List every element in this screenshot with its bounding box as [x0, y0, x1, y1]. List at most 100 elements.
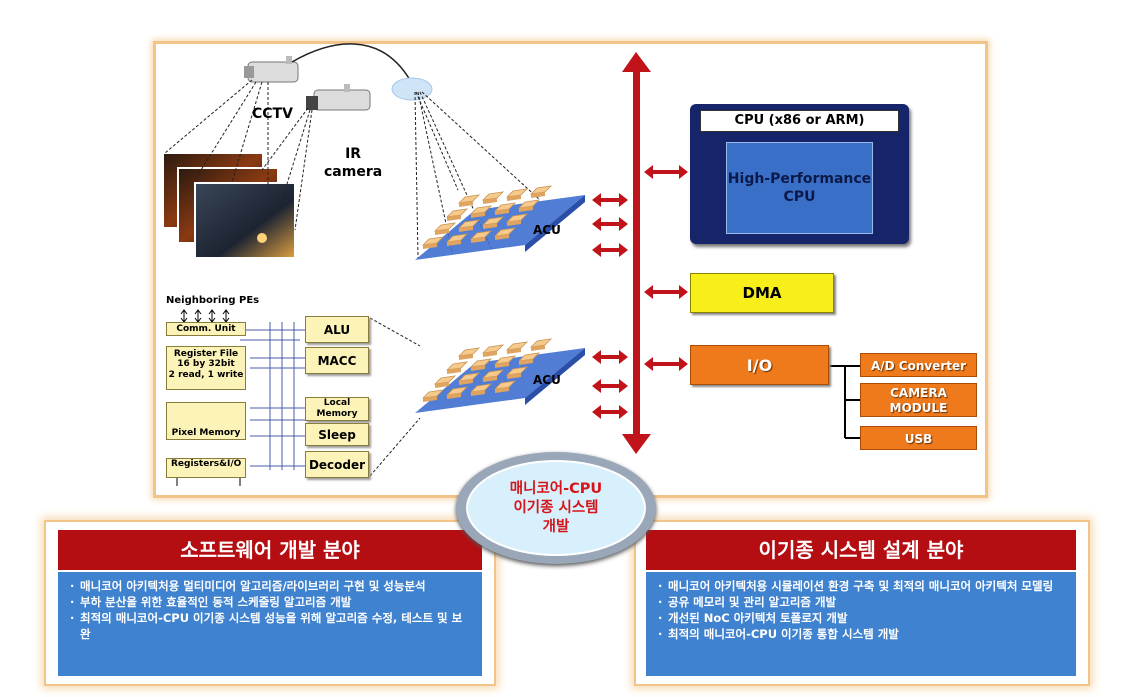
- pixel-memory-box: [166, 402, 246, 440]
- double-arrow-head-right: [619, 243, 628, 257]
- double-arrow-head-left: [592, 350, 601, 364]
- pe-cell: [445, 361, 469, 371]
- pe-cell-side: [507, 348, 521, 354]
- pe-cell-side: [423, 396, 437, 402]
- system-design-item: 매니코어 아키텍처용 시뮬레이션 환경 구축 및 최적의 매니코어 아키텍처 모…: [658, 578, 1066, 594]
- pe-cell-side: [483, 376, 497, 382]
- software-panel-body: 매니코어 아키텍처용 멀티미디어 알고리즘/라이브러리 구현 및 성능분석 부하…: [58, 572, 482, 676]
- system-design-panel: 이기종 시스템 설계 분야 매니코어 아키텍처용 시뮬레이션 환경 구축 및 최…: [634, 520, 1090, 686]
- macc-block: MACC: [305, 347, 369, 374]
- camera-cable: [291, 43, 411, 81]
- ir-camera-icon: [306, 84, 371, 111]
- pe-cell: [469, 358, 493, 368]
- system-design-panel-body: 매니코어 아키텍처용 시뮬레이션 환경 구축 및 최적의 매니코어 아키텍처 모…: [646, 572, 1076, 676]
- usb-block: USB: [860, 426, 977, 450]
- io-connector-lines: [829, 365, 860, 439]
- ad-converter-block: A/D Converter: [860, 353, 977, 377]
- software-panel: 소프트웨어 개발 분야 매니코어 아키텍처용 멀티미디어 알고리즘/라이브러리 …: [44, 520, 496, 686]
- pe-cell: [529, 338, 553, 348]
- pe-array-top: [415, 185, 585, 260]
- double-arrow-head-left: [644, 165, 653, 179]
- pe-cell: [517, 352, 541, 362]
- dma-block: DMA: [690, 273, 834, 313]
- local-memory-block: Local Memory: [305, 397, 369, 421]
- pe-cell-side: [519, 359, 533, 365]
- pe-wiring: [230, 322, 305, 470]
- pe-cell: [433, 375, 457, 385]
- system-design-item: 최적의 매니코어-CPU 이기종 통합 시스템 개발: [658, 626, 1066, 642]
- register-file-block: Register File 16 by 32bit 2 read, 1 writ…: [166, 346, 246, 390]
- pe-board-edge: [525, 348, 585, 405]
- decoder-block: Decoder: [305, 451, 369, 478]
- pe-zoom-lines: [369, 317, 421, 477]
- pe-board-edge: [525, 195, 585, 252]
- pe-cell: [445, 386, 469, 396]
- alu-block: ALU: [305, 316, 369, 343]
- pe-cell-side: [471, 390, 485, 396]
- system-design-item: 개선된 NoC 아키텍처 토폴로지 개발: [658, 610, 1066, 626]
- pe-cell-side: [507, 373, 521, 379]
- double-arrow-head-right: [619, 379, 628, 393]
- pe-cell: [469, 383, 493, 393]
- double-arrow-head-right: [679, 165, 688, 179]
- pe-cell: [493, 355, 517, 365]
- ir-camera-label: IR camera: [324, 146, 383, 180]
- double-arrow-head-left: [592, 243, 601, 257]
- center-title: 매니코어-CPU 이기종 시스템 개발: [466, 460, 646, 556]
- system-design-item: 공유 메모리 및 관리 알고리즘 개발: [658, 594, 1066, 610]
- pe-cell-side: [471, 212, 485, 218]
- pe-cell: [493, 380, 517, 390]
- double-arrow-head-left: [592, 405, 601, 419]
- pe-cell-side: [459, 354, 473, 360]
- pe-cell-side: [483, 223, 497, 229]
- pe-cell-side: [495, 209, 509, 215]
- pe-cell-side: [519, 206, 533, 212]
- registers-io-block: Registers&I/O: [166, 458, 246, 478]
- acu-label-bottom: ACU: [533, 373, 561, 387]
- pe-cell: [421, 389, 445, 399]
- high-performance-cpu: High-Performance CPU: [726, 142, 873, 234]
- pe-cell-side: [471, 365, 485, 371]
- pe-cell: [481, 344, 505, 354]
- software-panel-title: 소프트웨어 개발 분야: [58, 530, 482, 570]
- double-arrow-head-left: [592, 217, 601, 231]
- double-arrow-head-left: [592, 379, 601, 393]
- pe-cell-side: [447, 393, 461, 399]
- pe-cell-side: [459, 379, 473, 385]
- pe-cell-side: [483, 351, 497, 357]
- pe-cell-side: [507, 220, 521, 226]
- pe-cell-side: [531, 192, 545, 198]
- sleep-block: Sleep: [305, 423, 369, 446]
- pe-cell-side: [447, 215, 461, 221]
- pe-cell-side: [423, 243, 437, 249]
- pe-cell-side: [459, 201, 473, 207]
- wireless-node-icon: [391, 77, 433, 101]
- comm-unit-block: Comm. Unit: [166, 322, 246, 336]
- software-item: 최적의 매니코어-CPU 이기종 시스템 성능을 위해 알고리즘 수정, 테스트…: [70, 610, 472, 642]
- pe-cell: [457, 372, 481, 382]
- pe-cell-side: [495, 362, 509, 368]
- cpu-block: CPU (x86 or ARM) High-Performance CPU: [690, 104, 909, 244]
- pe-array-bottom: [415, 338, 585, 413]
- pe-cell-side: [471, 237, 485, 243]
- double-arrow-head-left: [644, 285, 653, 299]
- io-block: I/O: [690, 345, 829, 385]
- cctv-label: CCTV: [252, 106, 293, 122]
- neighbor-arrows: [176, 309, 241, 486]
- pe-cell-side: [447, 368, 461, 374]
- software-item: 매니코어 아키텍처용 멀티미디어 알고리즘/라이브러리 구현 및 성능분석: [70, 578, 472, 594]
- double-arrow-head-right: [619, 405, 628, 419]
- pe-cell-side: [435, 382, 449, 388]
- pe-cell-side: [483, 198, 497, 204]
- system-design-panel-title: 이기종 시스템 설계 분야: [646, 530, 1076, 570]
- double-arrow-head-right: [619, 350, 628, 364]
- pe-cell-side: [459, 226, 473, 232]
- system-bus: [622, 52, 651, 454]
- pe-cell-side: [507, 195, 521, 201]
- cctv-camera-icon: [244, 56, 299, 83]
- camera-photos: [162, 152, 296, 259]
- double-arrow-head-right: [679, 285, 688, 299]
- pe-cell: [505, 366, 529, 376]
- pe-cell-side: [531, 345, 545, 351]
